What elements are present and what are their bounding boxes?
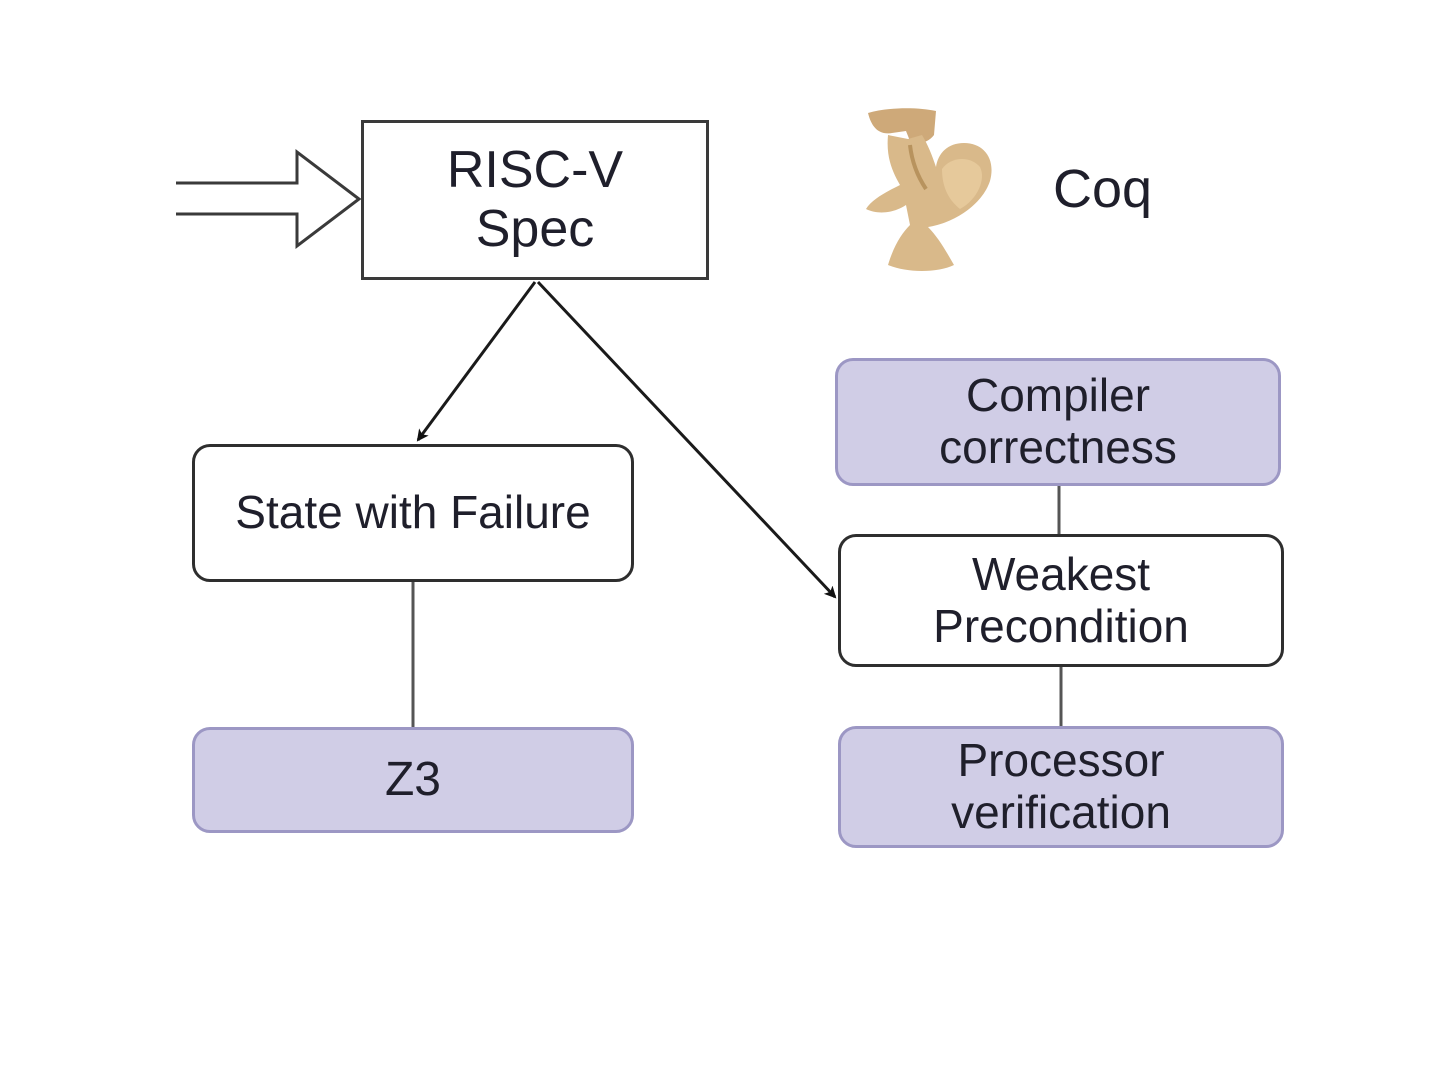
compiler-correctness-line-1: Compiler xyxy=(965,369,1151,422)
weakest-precondition-line-2: Precondition xyxy=(933,599,1189,652)
risc-v-spec-line-1: RISC-V xyxy=(446,141,624,200)
edge-spec-to-wp xyxy=(536,280,837,599)
processor-verification-line-1: Processor xyxy=(957,734,1165,787)
z3-label: Z3 xyxy=(384,752,441,806)
processor-verification-line-2: verification xyxy=(951,786,1171,838)
state-with-failure-label: State with Failure xyxy=(235,486,591,539)
coq-rooster-logo-icon xyxy=(866,108,992,271)
weakest-precondition-node: Weakest Precondition xyxy=(838,534,1284,667)
input-hollow-arrow xyxy=(176,148,362,250)
state-with-failure-node: State with Failure xyxy=(192,444,634,582)
edge-spec-to-state xyxy=(416,281,537,442)
risc-v-spec-line-2: Spec xyxy=(475,200,595,258)
compiler-correctness-line-2: correctness xyxy=(939,421,1177,473)
coq-label: Coq xyxy=(1053,159,1153,219)
z3-node: Z3 xyxy=(192,727,634,833)
risc-v-spec-node: RISC-V Spec xyxy=(361,120,709,280)
processor-verification-node: Processor verification xyxy=(838,726,1284,848)
compiler-correctness-node: Compiler correctness xyxy=(835,358,1281,486)
weakest-precondition-line-1: Weakest xyxy=(971,547,1151,600)
